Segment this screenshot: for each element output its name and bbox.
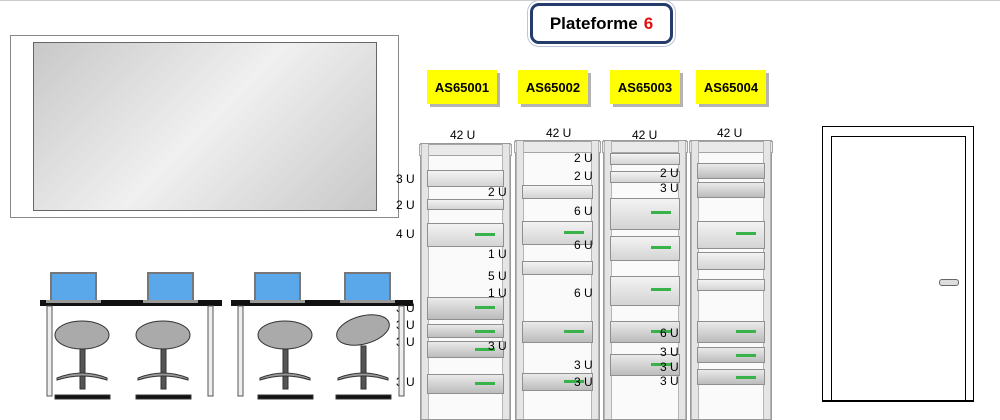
- unit-label: 6 U: [574, 204, 593, 218]
- door-threshold: [822, 400, 973, 402]
- unit-label: 2 U: [488, 185, 507, 199]
- unit-label: 2 U: [574, 169, 593, 183]
- unit-label: 3 U: [574, 375, 593, 389]
- rack3-unit: [610, 171, 680, 183]
- rack4-unit: [697, 221, 765, 249]
- unit-label: 4 U: [396, 227, 415, 241]
- laptop-3-icon: [250, 272, 305, 303]
- rack1-unit: [427, 170, 504, 187]
- rack1-unit: [427, 324, 504, 338]
- rack1-unit: [427, 199, 504, 210]
- rack3-unit: [610, 236, 680, 261]
- rack3-unit: [610, 321, 680, 343]
- unit-label: 3 U: [396, 172, 415, 186]
- rack-3: [602, 140, 688, 420]
- unit-label: 2 U: [660, 166, 679, 180]
- desk-left: [40, 300, 222, 397]
- unit-label: 3 U: [488, 339, 507, 353]
- wall-screen-frame: [10, 35, 399, 218]
- unit-label: 1 U: [488, 286, 507, 300]
- rack1-unit: [427, 374, 504, 394]
- top-border-line: [0, 0, 1000, 1]
- rack1-unit: [427, 341, 504, 358]
- rack-2: [514, 140, 601, 420]
- rack2-unit: [522, 185, 593, 199]
- rack3-unit: [610, 153, 680, 165]
- door-handle: [939, 279, 959, 286]
- unit-label: 3 U: [660, 374, 679, 388]
- unit-label: 5 U: [488, 269, 507, 283]
- rack3-unit: [610, 198, 680, 230]
- door-frame: [822, 126, 974, 402]
- platform-number: 6: [643, 13, 654, 33]
- as-label-4: AS65004: [696, 70, 766, 104]
- rack4-unit: [697, 279, 765, 291]
- door-panel: [831, 136, 966, 400]
- chair-1-icon: [54, 320, 111, 400]
- rack2-unit: [522, 373, 593, 391]
- unit-label: 3 U: [660, 345, 679, 359]
- wall-screen: [33, 42, 377, 211]
- rack2-unit: [522, 221, 593, 245]
- rack-height-3: 42 U: [632, 128, 658, 142]
- rack4-unit: [697, 182, 765, 198]
- unit-label: 1 U: [488, 247, 507, 261]
- unit-label: 3 U: [660, 360, 679, 374]
- chair-4-icon: [335, 314, 392, 400]
- unit-label: 2 U: [396, 198, 415, 212]
- laptop-4-icon: [340, 272, 395, 303]
- rack-4: [689, 140, 773, 420]
- rack2-unit: [522, 321, 593, 343]
- platform-title: Plateforme 6: [530, 3, 673, 44]
- chair-3-icon: [257, 320, 314, 400]
- rack-1: [419, 143, 512, 420]
- unit-label: 2 U: [574, 151, 593, 165]
- as-label-2: AS65002: [518, 70, 588, 104]
- rack-height-1: 42 U: [450, 128, 476, 142]
- unit-label: 6 U: [660, 326, 679, 340]
- rack4-unit: [697, 347, 765, 363]
- rack4-unit: [697, 321, 765, 343]
- as-label-1: AS65001: [427, 70, 497, 104]
- rack3-unit: [610, 276, 680, 306]
- laptop-2-icon: [143, 272, 198, 303]
- rack-height-2: 42 U: [546, 126, 572, 140]
- rack4-unit: [697, 252, 765, 270]
- rack4-unit: [697, 163, 765, 179]
- rack3-unit: [610, 354, 680, 376]
- desk-right: [231, 300, 413, 397]
- rack1-unit: [427, 223, 504, 247]
- platform-title-text: Plateforme: [549, 13, 638, 33]
- rack-height-4: 42 U: [717, 126, 743, 140]
- unit-label: 6 U: [574, 286, 593, 300]
- rack2-unit: [522, 261, 593, 275]
- unit-label: 3 U: [574, 358, 593, 372]
- unit-label: 6 U: [574, 238, 593, 252]
- rack1-unit: [427, 297, 504, 320]
- unit-label: 3 U: [660, 181, 679, 195]
- desk-area: [40, 272, 413, 400]
- as-label-3: AS65003: [610, 70, 680, 104]
- rack4-unit: [697, 369, 765, 385]
- chair-2-icon: [135, 320, 192, 400]
- laptop-1-icon: [46, 272, 101, 303]
